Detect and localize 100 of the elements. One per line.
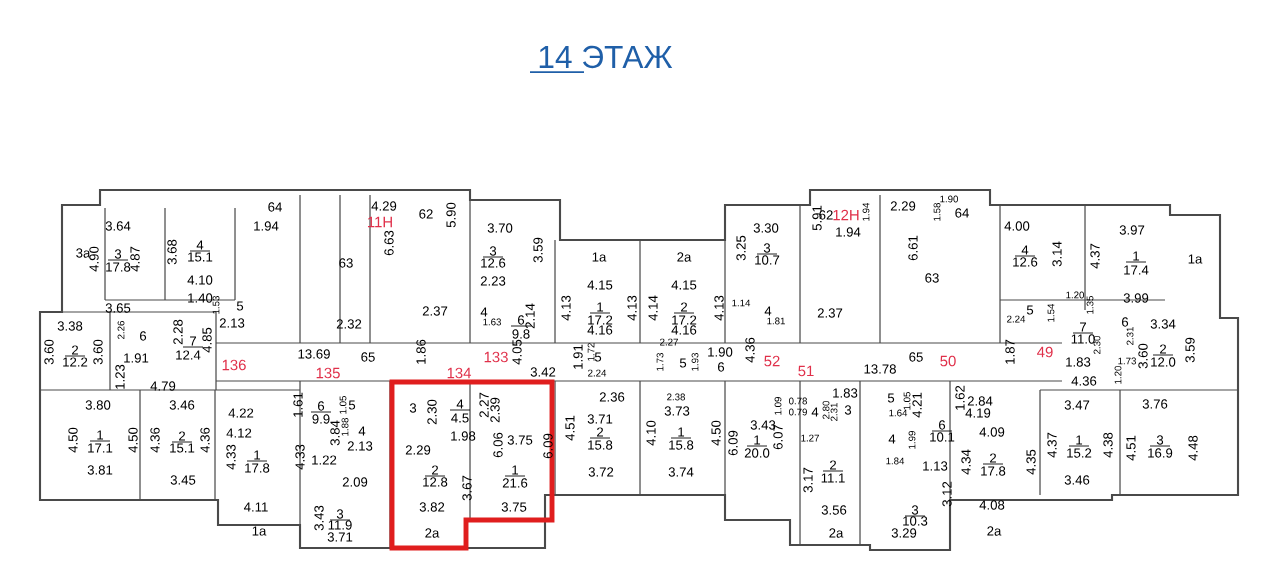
plan-label: 4.22 (228, 408, 254, 418)
plan-label: 3.82 (419, 502, 445, 512)
dimension-label: 1.62 (955, 385, 965, 410)
plan-label: 1.40 (188, 293, 213, 303)
plan-label: 10.7 (755, 255, 780, 265)
plan-label: 17.8 (106, 262, 131, 272)
dimension-label: 4.36 (745, 337, 755, 363)
apartment-number: 136 (222, 359, 246, 371)
dimension-label: 1.90 (940, 195, 959, 203)
plan-label: 2.13 (219, 318, 245, 328)
plan-label: 2a (677, 252, 692, 262)
plan-label: 4.09 (979, 427, 1005, 437)
plan-label: 12.0 (1151, 357, 1176, 367)
plan-label: 3.65 (105, 303, 131, 313)
plan-label: 15.8 (669, 440, 694, 450)
plan-label: 4.12 (226, 428, 252, 438)
dimension-label: 1.20 (1114, 366, 1122, 384)
room-number: 2 (589, 427, 611, 439)
plan-label: 3.34 (1150, 319, 1176, 329)
room-number: 2 (64, 345, 86, 357)
dimension-label: 4.21 (912, 392, 922, 418)
plan-label: 3.75 (507, 435, 533, 445)
dimension-label: 4.05 (512, 339, 522, 365)
plan-label: 13.69 (298, 349, 330, 359)
plan-label: 3.38 (57, 321, 83, 331)
plan-label: 5 (887, 393, 895, 403)
dimension-label: 4.35 (1026, 449, 1036, 475)
dimension-label: 1.05 (339, 396, 347, 414)
room-number: 3 (482, 246, 504, 258)
plan-label: 64 (268, 202, 282, 212)
plan-label: 4.16 (671, 325, 697, 335)
plan-label: 2.29 (890, 201, 916, 211)
plan-label: 11.9 (328, 520, 352, 530)
plan-label: 3.97 (1119, 225, 1145, 235)
room-number: 3 (1149, 435, 1171, 447)
apartment-number: 134 (447, 367, 472, 379)
room-number: 2 (424, 465, 446, 477)
dimension-label: 1.84 (886, 457, 905, 465)
room-number: 2 (171, 431, 193, 443)
plan-label: 3.29 (891, 528, 917, 538)
plan-label: 3.56 (821, 505, 847, 515)
room-number: 4 (189, 240, 211, 252)
plan-label: 3 (409, 403, 417, 413)
dimension-label: 1.73 (656, 353, 664, 371)
dimension-label: 3.14 (1052, 241, 1062, 267)
plan-label: 4.29 (371, 201, 397, 211)
dimension-label: 4.85 (202, 327, 212, 353)
plan-label: 2a (829, 528, 844, 538)
dimension-label: 1.94 (862, 202, 870, 221)
plan-label: 6 (718, 362, 725, 372)
plan-label: 3.81 (87, 465, 113, 475)
room-number: 2 (822, 460, 844, 472)
plan-label: 5 (1026, 305, 1034, 315)
dimension-label: 1.20 (1066, 291, 1085, 299)
dimension-label: 6.09 (728, 430, 738, 456)
room-number: 6 (310, 401, 332, 413)
plan-label: 12.6 (1013, 257, 1038, 267)
plan-label: 3 (844, 405, 852, 415)
dimension-label: 5.90 (446, 202, 456, 228)
dimension-label: 2.31 (1126, 327, 1134, 345)
dimension-label: 2.26 (117, 321, 125, 339)
plan-label: 3.80 (85, 400, 111, 410)
plan-label: 1a (252, 526, 267, 536)
dimension-label: 2.30 (427, 399, 437, 425)
plan-label: 21.6 (502, 478, 528, 488)
dimension-label: 4.50 (128, 427, 138, 453)
dimension-label: 3.12 (942, 481, 952, 507)
dimension-label: 2.39 (490, 397, 500, 423)
plan-label: 3.46 (1064, 475, 1090, 485)
dimension-label: 6.63 (384, 230, 394, 256)
plan-label: 9.8 (512, 329, 530, 339)
plan-label: 4.11 (243, 502, 268, 512)
plan-label: 1.83 (833, 388, 858, 398)
plan-label: 3.47 (1064, 400, 1090, 410)
plan-label: 2a (425, 528, 440, 538)
room-number: 1 (670, 427, 692, 439)
plan-label: 4 (888, 434, 896, 444)
plan-label: 63 (925, 273, 939, 283)
plan-label: 4 (480, 307, 488, 317)
plan-label: 15.2 (1067, 448, 1092, 458)
dimension-label: 1.05 (903, 392, 911, 410)
plan-label: 4.10 (187, 275, 213, 285)
dimension-label: 4.38 (1103, 432, 1113, 458)
plan-label: 3.71 (327, 532, 353, 542)
plan-label: 4 (764, 306, 772, 316)
plan-label: 13.78 (864, 364, 896, 374)
dimension-label: 3.59 (1185, 337, 1195, 363)
plan-label: 4.15 (587, 280, 613, 290)
plan-label: 65 (909, 352, 923, 362)
plan-label: 17.8 (981, 466, 1006, 476)
plan-label: 3.71 (587, 414, 613, 424)
plan-label: 64 (955, 208, 969, 218)
dimension-label: 2.24 (588, 369, 607, 377)
dimension-label: 1.61 (293, 392, 303, 417)
dimension-label: 1.73 (1118, 357, 1136, 365)
room-number: 1 (589, 302, 611, 314)
plan-label: 1a (1188, 254, 1203, 264)
dimension-label: 4.87 (130, 246, 140, 272)
dimension-label: 6.06 (493, 432, 503, 458)
plan-label: 1a (592, 252, 607, 262)
